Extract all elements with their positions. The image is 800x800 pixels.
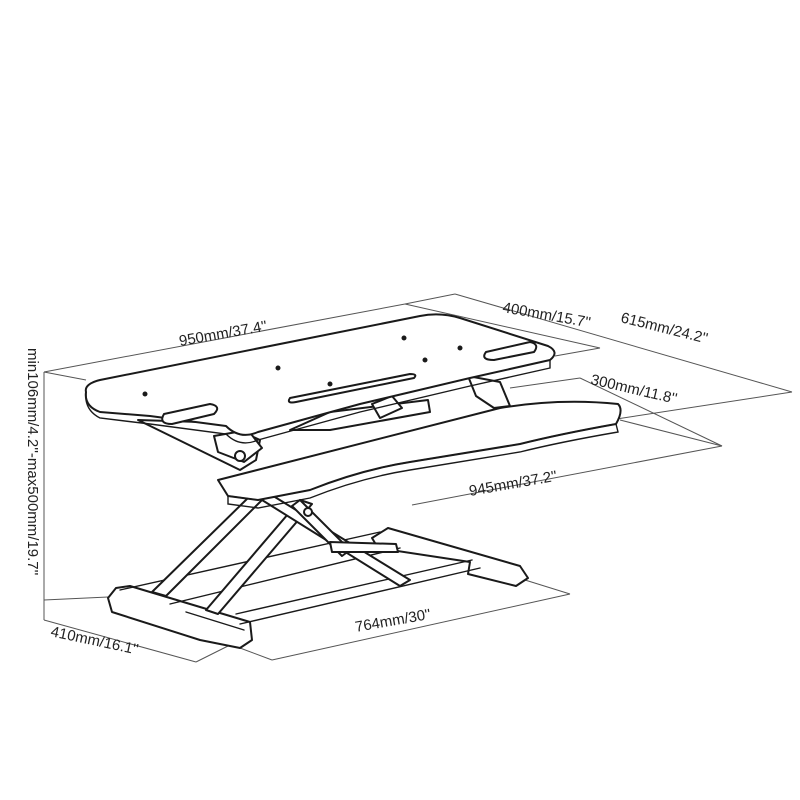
dim-line-keyboard-width: [411, 445, 723, 506]
ext-line-300-start: [509, 377, 581, 389]
mount-hole-icon: [401, 335, 407, 341]
right-bracket: [467, 375, 511, 409]
ext-line-615-start: [404, 293, 456, 305]
base-rail-front: [239, 567, 481, 625]
rear-foot: [371, 527, 529, 587]
dim-line-base-width: [271, 593, 571, 661]
ext-line-615-end: [609, 391, 793, 421]
desk-top: [84, 313, 556, 444]
ext-line-764-left: [239, 647, 273, 661]
ext-line-top-right: [554, 347, 601, 357]
dim-line-total-depth: [454, 293, 793, 393]
label-total-depth: 615mm/24.2'': [619, 309, 710, 347]
ext-line-764-right: [524, 579, 571, 595]
ext-line-300-end: [619, 419, 723, 447]
label-keyboard-width: 945mm/37.2'': [468, 468, 559, 500]
label-height-range: min106mm/4.2''-max500mm/19.7'': [24, 348, 41, 576]
base-rail-front-inner: [235, 559, 473, 615]
scissor-arm-front-b: [205, 499, 313, 615]
base-frame: [107, 527, 529, 649]
label-base-depth: 410mm/16.1'': [49, 623, 140, 658]
scissor-lift: [151, 493, 411, 615]
cable-slot: [287, 373, 417, 404]
label-top-width: 950mm/37.4'': [178, 318, 269, 350]
desk-top-edge: [85, 359, 551, 444]
dim-line-base-depth: [43, 619, 197, 663]
mount-hole-icon: [327, 381, 333, 387]
base-rail-cross: [185, 611, 245, 631]
mount-hole-icon: [457, 345, 463, 351]
ext-line-top-left: [43, 371, 87, 381]
mount-hole-icon: [422, 357, 428, 363]
mount-hole-icon: [142, 391, 148, 397]
dim-line-top-depth: [404, 303, 601, 349]
left-handle-cutout: [161, 403, 219, 425]
right-handle-cutout: [483, 341, 538, 361]
mount-hole-icon: [275, 365, 281, 371]
ext-line-height-bottom: [43, 596, 109, 601]
label-top-depth: 400mm/15.7'': [501, 299, 592, 331]
dim-line-keyboard-depth: [579, 377, 723, 447]
keyboard-tray-edge: [227, 423, 619, 509]
dimension-lines: [43, 293, 793, 663]
dim-line-top-width: [43, 303, 406, 373]
scissor-crossbar: [329, 541, 399, 553]
hinge-bolt-icon: [234, 450, 246, 462]
label-base-width: 764mm/30'': [354, 606, 433, 636]
scissor-pivot-icon: [303, 507, 313, 517]
front-foot: [107, 585, 253, 649]
keyboard-tray: [217, 400, 622, 509]
